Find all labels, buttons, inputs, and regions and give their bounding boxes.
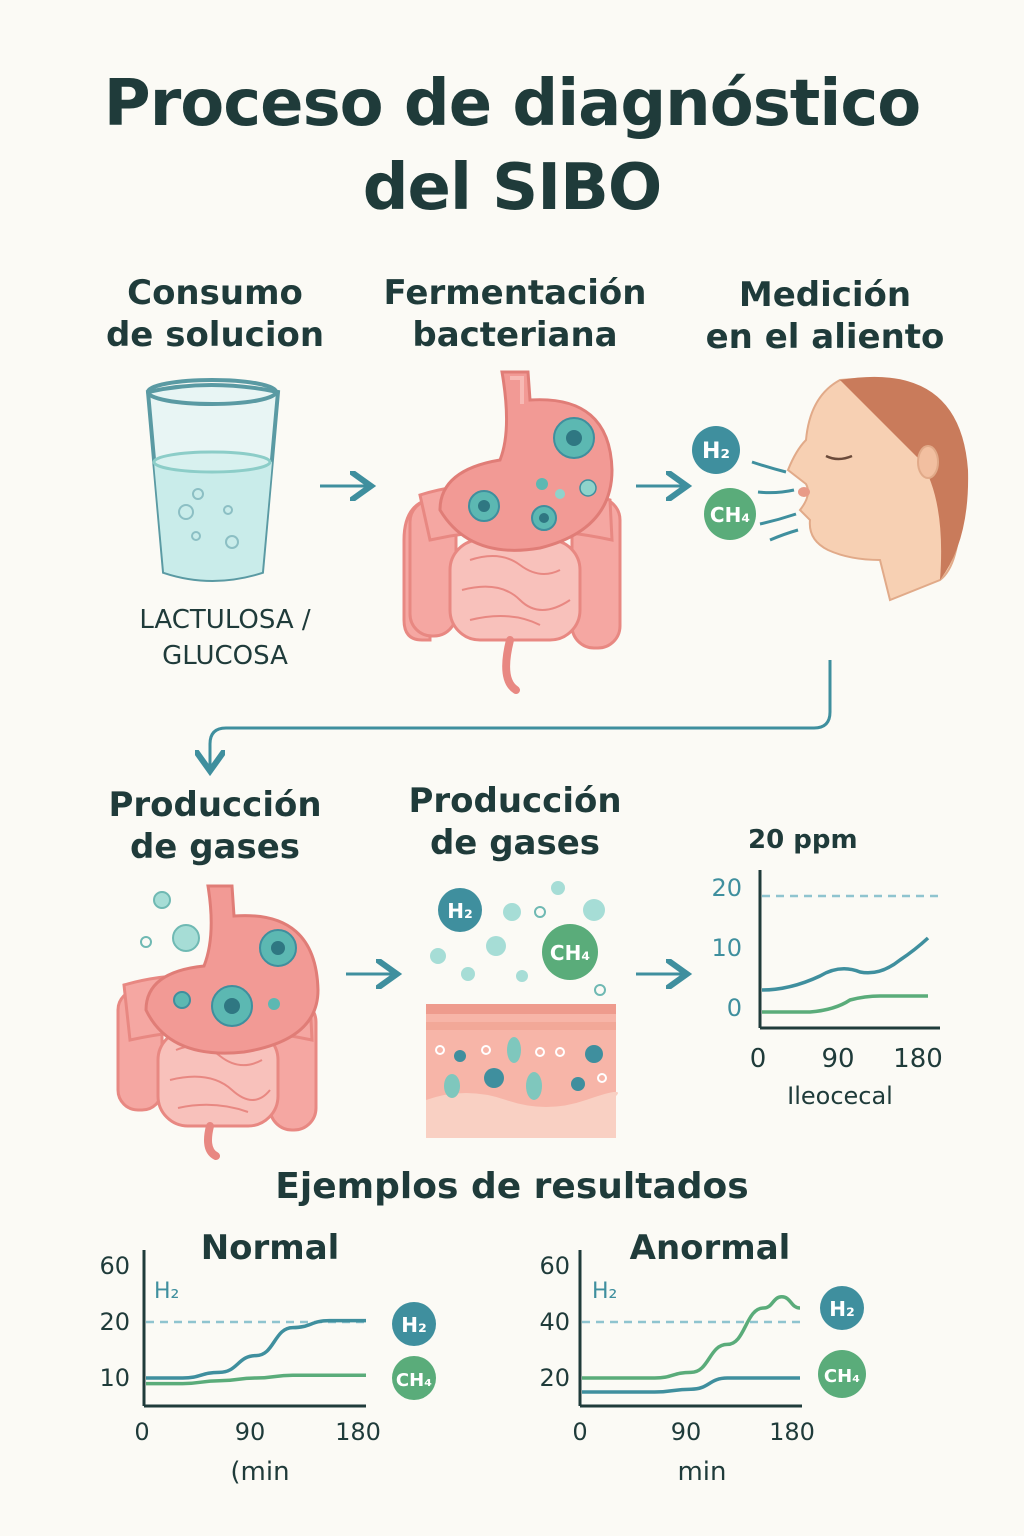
page-title-line1: Proceso de diagnóstico	[103, 67, 921, 141]
stomach-intestine-icon	[116, 884, 320, 1160]
chart-normal-xtick: 90	[235, 1418, 266, 1446]
chart-anormal-xtick: 90	[671, 1418, 702, 1446]
small-chart-ytick: 20	[711, 874, 742, 902]
chart-normal-ytick: 20	[99, 1308, 130, 1336]
chart-title-normal: Normal	[200, 1228, 340, 1268]
small-chart-xtick: 90	[821, 1044, 854, 1074]
chart-anormal-ch4-line	[581, 1376, 800, 1394]
stomach-intestine-icon	[402, 370, 622, 694]
results-title: Ejemplos de resultados	[275, 1166, 749, 1207]
small-chart-ch4-line	[762, 994, 928, 1014]
chart-normal-xtick: 180	[335, 1418, 381, 1446]
svg-text:H₂: H₂	[829, 1297, 855, 1321]
small-chart-ytick: 10	[711, 934, 742, 962]
step-label-medicion: Medición en el aliento	[705, 275, 945, 357]
face-icon	[786, 376, 969, 602]
chart-normal-ch4-line	[146, 1373, 366, 1386]
chart-anormal-xtick: 180	[769, 1418, 815, 1446]
chart-anormal-ytick: 40	[539, 1308, 570, 1336]
step-label-produccion-1: Producción de gases	[108, 785, 322, 867]
page-title: Proceso de diagnóstico del SIBO	[0, 62, 1024, 230]
ch4-bubble-icon: CH₄	[704, 488, 756, 540]
chart-anormal-xlabel: min	[677, 1457, 726, 1487]
exhale-lines	[751, 460, 799, 542]
ch4-legend-icon: CH₄	[818, 1350, 866, 1398]
chart-anormal: 60 40 20 H₂ 0 90 180 min H₂ CH₄	[539, 1250, 866, 1487]
step-label-consumo: Consumo de solucion	[105, 273, 325, 355]
chart-normal-ytick: 60	[99, 1252, 130, 1280]
chart-normal-xlabel: (min	[230, 1457, 289, 1487]
step-label-fermentacion: Fermentación bacteriana	[383, 273, 647, 355]
bacteria-icon	[140, 891, 297, 1027]
chart-normal: 60 20 10 H₂ 0 90 180 (min H₂ CH₄	[99, 1250, 436, 1487]
svg-text:H₂: H₂	[447, 899, 473, 923]
h2-bubble-icon: H₂	[692, 426, 740, 474]
small-chart-xlabel: Ileocecal	[787, 1082, 893, 1110]
chart-anormal-xtick: 0	[572, 1418, 587, 1446]
svg-text:H₂: H₂	[401, 1313, 427, 1337]
ch4-legend-icon: CH₄	[392, 1356, 436, 1400]
chart-anormal-h2-line	[582, 1295, 801, 1380]
small-chart-xtick: 0	[750, 1044, 767, 1074]
step-label-produccion-2: Producción de gases	[408, 781, 622, 863]
intestinal-tissue-icon	[426, 1004, 618, 1138]
svg-text:CH₄: CH₄	[550, 941, 590, 965]
h2-legend-icon: H₂	[820, 1286, 864, 1330]
chart-normal-ytick: 10	[99, 1364, 130, 1392]
small-chart-h2-line	[761, 936, 930, 992]
h2-legend-icon: H₂	[392, 1302, 436, 1346]
chart-title-anormal: Anormal	[629, 1228, 791, 1268]
connector-arrow-icon	[210, 660, 832, 768]
small-breath-chart: 20 ppm 20 10 0 0 90 180 Ileocecal	[711, 825, 943, 1110]
svg-text:CH₄: CH₄	[396, 1370, 432, 1391]
page-title-line2: del SIBO	[362, 151, 663, 225]
small-chart-xtick: 180	[893, 1044, 943, 1074]
svg-text:H₂: H₂	[702, 439, 730, 464]
chart-normal-h2-line	[146, 1318, 366, 1380]
chart-anormal-ytick: 20	[539, 1364, 570, 1392]
svg-text:CH₄: CH₄	[824, 1366, 860, 1387]
gas-bubbles-icon: H₂ CH₄	[430, 881, 606, 996]
chart-anormal-ytick: 60	[539, 1252, 570, 1280]
chart-normal-series-label: H₂	[154, 1279, 179, 1304]
glass-icon	[145, 378, 281, 582]
small-chart-threshold-label: 20 ppm	[748, 825, 858, 855]
bacteria-icon	[468, 417, 597, 531]
chart-anormal-series-label: H₂	[592, 1279, 617, 1304]
svg-text:CH₄: CH₄	[710, 503, 750, 527]
small-chart-ytick: 0	[727, 994, 742, 1022]
substrate-label: LACTULOSA / GLUCOSA	[139, 605, 311, 671]
chart-normal-xtick: 0	[134, 1418, 149, 1446]
